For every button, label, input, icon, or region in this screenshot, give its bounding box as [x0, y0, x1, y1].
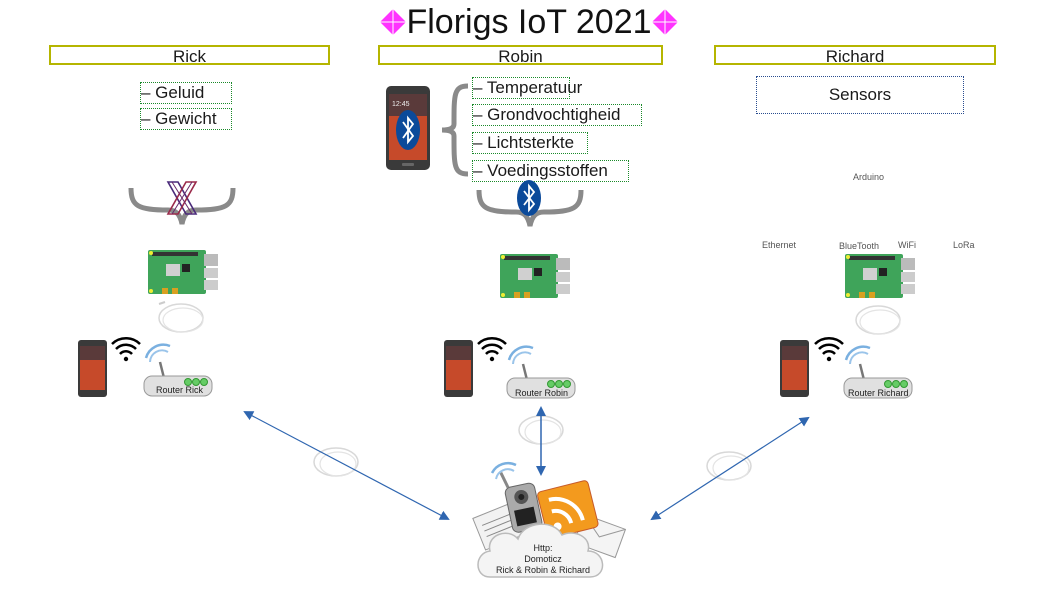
sensors-box: Sensors [756, 76, 964, 114]
wifi-icon [111, 337, 141, 362]
person-name: Robin [498, 47, 543, 66]
raspberry-pi-icon [845, 254, 915, 298]
sensor-tag-grondvochtigheid: – Grondvochtigheid [472, 104, 642, 126]
smartphone-bluetooth-icon: 12:45 [386, 86, 430, 170]
sensor-tag-gewicht: – Gewicht [140, 108, 232, 130]
cloud-line-service: Domoticz [524, 554, 562, 564]
smartphone-icon [780, 340, 809, 397]
sensor-tag-lichtsterkte: – Lichtsterkte [472, 132, 588, 154]
person-header-richard: Richard [714, 45, 996, 66]
person-name: Rick [172, 47, 207, 66]
person-name: Richard [825, 47, 885, 66]
connectivity-bluetooth: BlueTooth [839, 241, 880, 251]
router-label-robin: Router Robin [515, 388, 569, 398]
raspberry-pi-icon [500, 254, 570, 298]
sensor-tag-temperatuur: – Temperatuur [472, 77, 583, 99]
cloud-services-icon [472, 461, 627, 578]
sensor-tag-voedingsstoffen: – Voedingsstoffen [472, 160, 629, 182]
ethernet-cable-icon [855, 305, 901, 335]
diamond-icon [651, 9, 678, 35]
horizontal-brace-icon [128, 187, 236, 225]
x-cross-icon [166, 181, 198, 215]
router-label-rick: Router Rick [156, 385, 204, 395]
horizontal-brace-icon [476, 189, 584, 227]
cloud-label: Http: Domoticz Rick & Robin & Richard [478, 543, 608, 576]
wifi-icon [477, 337, 507, 362]
diagram-title: Florigs IoT 2021 [0, 2, 1058, 42]
connectivity-lora: LoRa [953, 240, 975, 250]
smartphone-icon [78, 340, 107, 397]
sensor-tag-geluid: – Geluid [140, 82, 232, 104]
connectivity-ethernet: Ethernet [762, 240, 797, 250]
svg-text:12:45: 12:45 [392, 101, 410, 108]
raspberry-pi-icon [148, 250, 218, 294]
diamond-icon [380, 9, 407, 35]
router-icon [143, 343, 213, 397]
ethernet-cable-icon [158, 301, 204, 333]
router-label-richard: Router Richard [848, 388, 909, 398]
title-text: Florigs IoT 2021 [406, 3, 652, 41]
arduino-label: Arduino [853, 172, 885, 182]
smartphone-icon [444, 340, 473, 397]
bluetooth-icon [517, 180, 541, 216]
cloud-line-users: Rick & Robin & Richard [495, 565, 591, 575]
cloud-line-protocol: Http: [533, 543, 553, 553]
arrow-rick-cloud [243, 411, 450, 520]
connectivity-wifi: WiFi [898, 240, 916, 250]
arrow-richard-cloud [650, 416, 810, 521]
router-icon [843, 345, 913, 399]
wifi-icon [814, 337, 844, 362]
person-header-rick: Rick [49, 45, 330, 66]
person-header-robin: Robin [378, 45, 663, 66]
curly-brace-icon [441, 83, 469, 177]
router-icon [506, 345, 576, 399]
